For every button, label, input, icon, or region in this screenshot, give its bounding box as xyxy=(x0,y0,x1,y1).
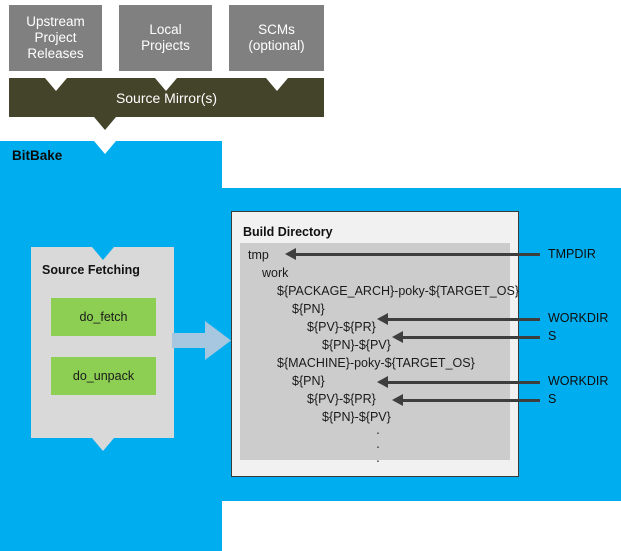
annotation-label-workdir-2: WORKDIR xyxy=(548,374,609,388)
connector-notch-upstream xyxy=(45,78,67,91)
annotation-arrowhead-s-1 xyxy=(392,331,403,343)
source-box-scms: SCMs (optional) xyxy=(229,5,324,71)
tree-item-pn-pv-2: ${PN}-${PV} xyxy=(322,410,391,424)
annotation-label-s-1: S xyxy=(548,329,557,343)
tree-item-work: work xyxy=(262,266,289,280)
connector-notch-local xyxy=(155,78,177,91)
source-box-local-projects: Local Projects xyxy=(119,5,212,71)
task-label: do_fetch xyxy=(79,310,128,324)
source-fetching-title: Source Fetching xyxy=(42,263,140,277)
annotation-line-workdir-1 xyxy=(384,318,540,321)
tree-item-pv-pr-1: ${PV}-${PR} xyxy=(307,320,376,334)
task-label: do_unpack xyxy=(72,369,135,383)
annotation-line-workdir-2 xyxy=(384,381,540,384)
flow-arrow-icon xyxy=(172,321,231,360)
annotation-label-s-2: S xyxy=(548,392,557,406)
annotation-label-workdir-1: WORKDIR xyxy=(548,311,609,325)
source-box-label: SCMs (optional) xyxy=(248,22,305,53)
annotation-arrowhead-workdir-1 xyxy=(377,313,388,325)
annotation-line-s-2 xyxy=(399,399,540,402)
annotation-arrowhead-tmpdir xyxy=(285,248,296,260)
annotation-arrowhead-workdir-2 xyxy=(377,376,388,388)
tree-item-machine: ${MACHINE}-poky-${TARGET_OS} xyxy=(277,356,475,370)
tree-item-pv-pr-2: ${PV}-${PR} xyxy=(307,392,376,406)
build-directory-title: Build Directory xyxy=(243,225,333,239)
bitbake-top-notch xyxy=(94,141,116,154)
source-box-label: Upstream Project Releases xyxy=(26,14,85,61)
annotation-label-tmpdir: TMPDIR xyxy=(548,247,596,261)
annotation-line-s-1 xyxy=(399,336,540,339)
connector-notch-mirror-out xyxy=(94,117,116,130)
tree-item-pn-1: ${PN} xyxy=(292,302,325,316)
tree-item-tmp: tmp xyxy=(248,248,269,262)
tree-item-pn-pv-1: ${PN}-${PV} xyxy=(322,338,391,352)
tree-item-pn-2: ${PN} xyxy=(292,374,325,388)
bitbake-label: BitBake xyxy=(12,148,63,163)
task-box-do-fetch[interactable]: do_fetch xyxy=(51,298,156,336)
tree-ellipsis-dot: . xyxy=(376,435,380,451)
bitbake-region-foot xyxy=(0,501,222,551)
build-directory-tree-area xyxy=(240,243,510,460)
annotation-line-tmpdir xyxy=(292,253,540,256)
connector-notch-scms xyxy=(266,78,288,91)
source-box-upstream: Upstream Project Releases xyxy=(9,5,102,71)
tree-ellipsis-dot: . xyxy=(376,421,380,437)
source-fetching-top-notch xyxy=(92,247,114,260)
annotation-arrowhead-s-2 xyxy=(392,394,403,406)
source-fetching-bottom-notch xyxy=(92,438,114,451)
source-fetching-panel xyxy=(31,247,174,438)
tree-item-package-arch: ${PACKAGE_ARCH}-poky-${TARGET_OS} xyxy=(277,284,519,298)
source-mirror-label: Source Mirror(s) xyxy=(115,89,218,106)
source-box-label: Local Projects xyxy=(141,22,190,53)
task-box-do-unpack[interactable]: do_unpack xyxy=(51,357,156,395)
tree-ellipsis-dot: . xyxy=(376,449,380,465)
